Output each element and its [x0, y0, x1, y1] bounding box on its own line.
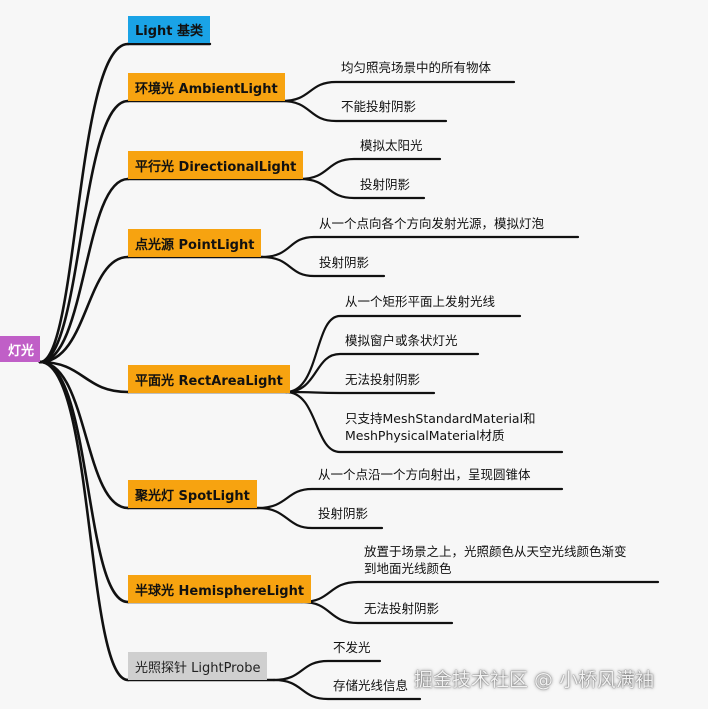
- node-spot-light[interactable]: 聚光灯 SpotLight: [128, 480, 257, 508]
- node-light-base[interactable]: Light 基类: [128, 16, 211, 43]
- leaf-rectarea-3[interactable]: 无法投射阴影: [345, 372, 421, 387]
- leaf-spot-2[interactable]: 投射阴影: [318, 506, 369, 521]
- leaf-ambient-2[interactable]: 不能投射阴影: [341, 99, 417, 114]
- node-light-probe[interactable]: 光照探针 LightProbe: [128, 652, 268, 680]
- leaf-point-2[interactable]: 投射阴影: [319, 255, 370, 270]
- leaf-rectarea-1[interactable]: 从一个矩形平面上发射光线: [345, 294, 496, 309]
- edge-root-rectarea: [38, 360, 130, 394]
- edge-root-spot: [38, 360, 130, 510]
- edge-root-probe: [38, 360, 130, 682]
- node-light-base-label: Light 基类: [135, 24, 204, 39]
- root-node-lights[interactable]: 灯光: [0, 336, 40, 362]
- node-rect-area-light[interactable]: 平面光 RectAreaLight: [128, 365, 290, 393]
- watermark-text: 掘金技术社区 @ 小桥风满袖: [414, 669, 655, 691]
- leaf-probe-2[interactable]: 存储光线信息: [333, 678, 409, 693]
- leaf-spot-1[interactable]: 从一个点沿一个方向射出，呈现圆锥体: [318, 467, 531, 482]
- edge-root-base: [38, 42, 130, 364]
- node-ambient-light-label: 环境光 AmbientLight: [135, 81, 278, 97]
- root-label: 灯光: [8, 343, 35, 359]
- leaf-hemisphere-2[interactable]: 无法投射阴影: [364, 601, 440, 616]
- leaf-directional-2[interactable]: 投射阴影: [360, 177, 411, 192]
- node-hemisphere-light[interactable]: 半球光 HemisphereLight: [128, 575, 312, 603]
- node-point-light-label: 点光源 PointLight: [135, 237, 255, 253]
- leaf-rectarea-4a[interactable]: 只支持MeshStandardMaterial和: [345, 411, 536, 426]
- leaf-point-1[interactable]: 从一个点向各个方向发射光源，模拟灯泡: [319, 216, 545, 231]
- leaf-hemisphere-1a[interactable]: 放置于场景之上，光照颜色从天空光线颜色渐变: [364, 544, 627, 559]
- leaf-rectarea-4b[interactable]: MeshPhysicalMaterial材质: [345, 428, 505, 443]
- node-ambient-light[interactable]: 环境光 AmbientLight: [128, 73, 285, 101]
- node-rect-area-light-label: 平面光 RectAreaLight: [135, 373, 283, 389]
- node-spot-light-label: 聚光灯 SpotLight: [135, 488, 250, 504]
- leaf-hemisphere-1b[interactable]: 到地面光线颜色: [364, 561, 452, 576]
- edge-root-point: [38, 255, 130, 364]
- node-point-light[interactable]: 点光源 PointLight: [128, 229, 262, 257]
- leaf-ambient-1[interactable]: 均匀照亮场景中的所有物体: [341, 60, 492, 75]
- leaf-directional-1[interactable]: 模拟太阳光: [360, 138, 423, 153]
- leaf-rectarea-2[interactable]: 模拟窗户或条状灯光: [345, 333, 458, 348]
- node-directional-light-label: 平行光 DirectionalLight: [135, 159, 297, 175]
- leaf-probe-1[interactable]: 不发光: [333, 640, 371, 655]
- node-light-probe-label: 光照探针 LightProbe: [135, 660, 261, 676]
- edge-root-ambient: [38, 99, 130, 364]
- node-hemisphere-light-label: 半球光 HemisphereLight: [135, 583, 305, 599]
- edge-root-directional: [38, 177, 130, 364]
- node-directional-light[interactable]: 平行光 DirectionalLight: [128, 151, 304, 179]
